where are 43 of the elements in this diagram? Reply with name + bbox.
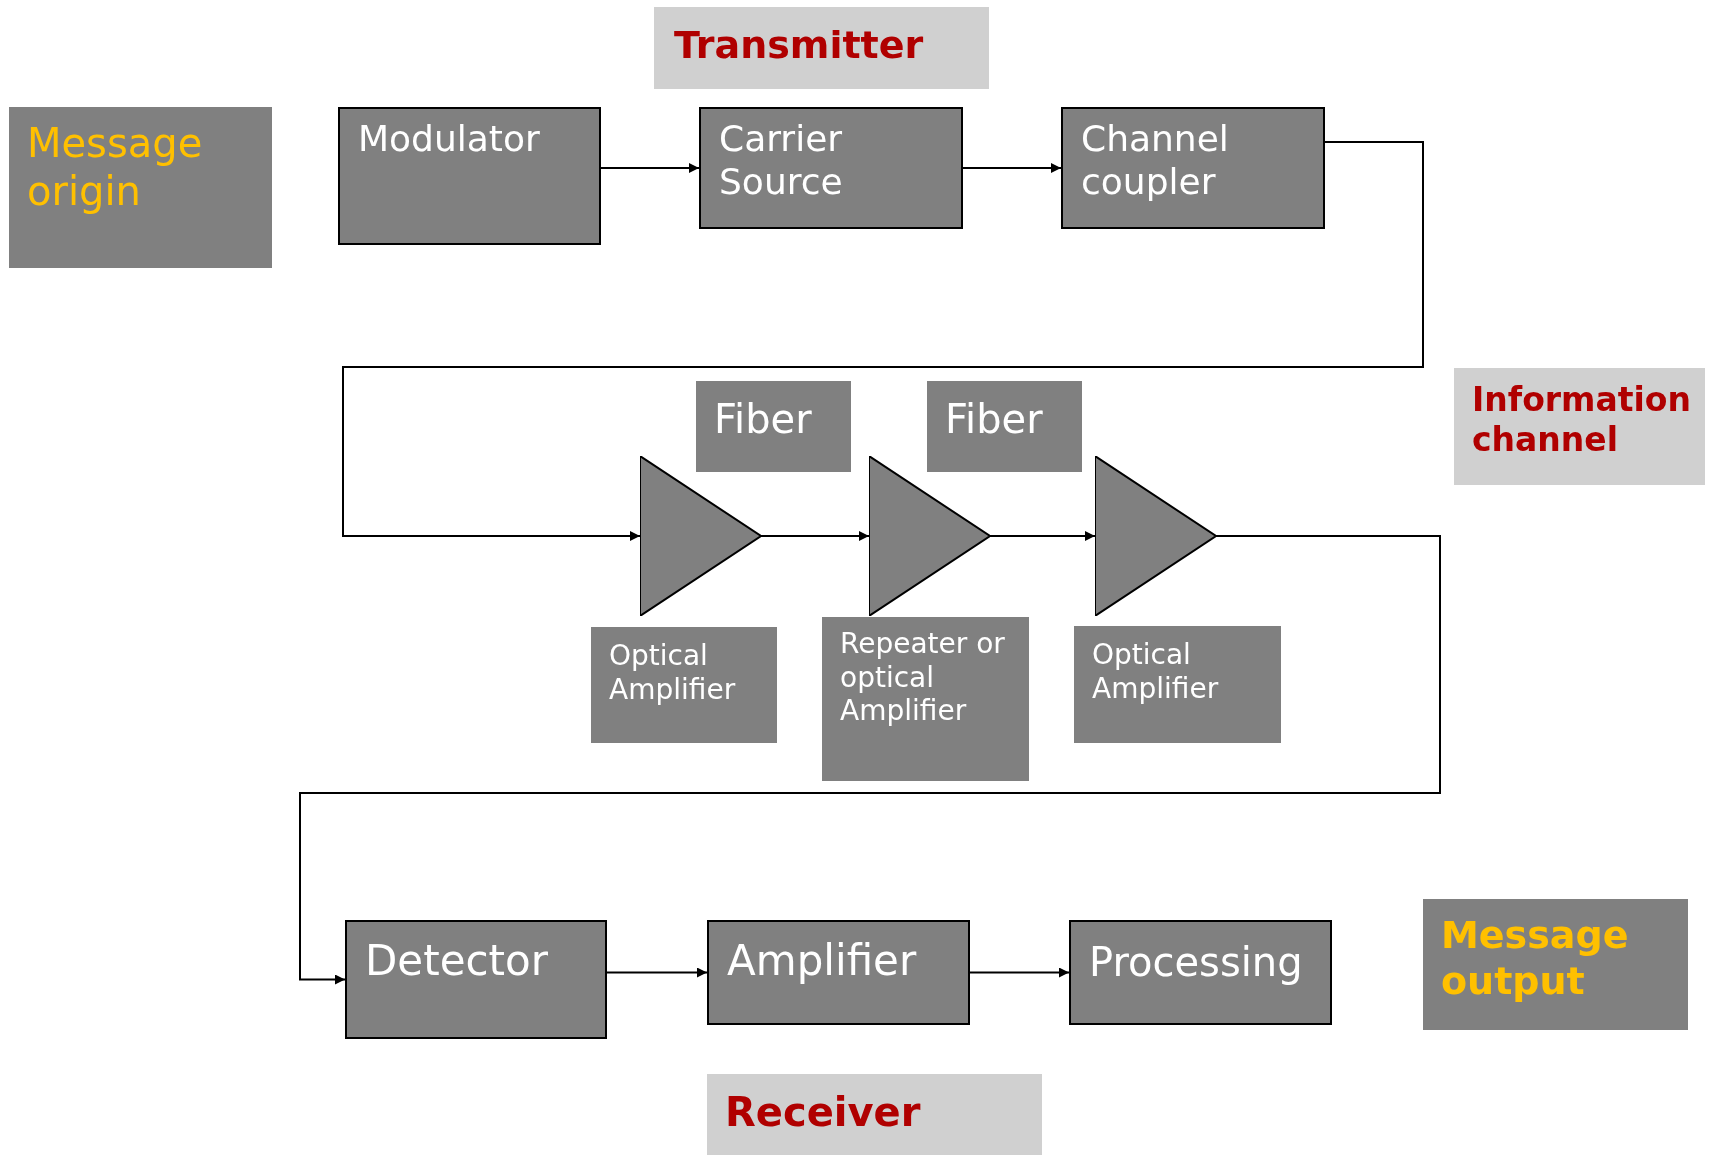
label-box [822,617,1029,781]
box-label: Information channel [1472,380,1687,460]
box-label: Channel coupler [1081,117,1230,204]
label-box [1074,626,1281,743]
process-box [338,107,601,245]
box-label: Message output [1441,913,1630,1005]
arrow [969,967,1070,978]
process-box [1061,107,1325,229]
process-box [699,107,963,229]
box-label: Fiber [714,395,813,443]
arrow [962,163,1062,173]
process-box [707,920,970,1025]
box-label: Optical Amplifier [609,639,737,707]
section-title-box [1454,368,1705,485]
arrow [600,163,700,173]
box-label: Repeater or optical Amplifier [840,627,1006,728]
amplifier-triangle [869,456,990,616]
box-label: Modulator [358,117,541,161]
message-output-box [1423,899,1688,1030]
message-origin-box [9,107,272,268]
box-label: Detector [365,936,549,987]
process-box [345,920,607,1039]
arrow [299,535,1441,985]
arrow [989,531,1096,541]
box-label: Fiber [945,395,1044,443]
amplifier-triangle [1095,456,1216,616]
label-box [927,381,1082,472]
box-label: Optical Amplifier [1092,638,1220,706]
arrow [606,967,708,978]
amplifier-triangle [640,456,761,616]
box-label: Message origin [27,119,204,215]
box-label: Receiver [725,1088,922,1136]
box-label: Carrier Source [719,117,844,204]
box-label: Transmitter [674,23,925,69]
label-box [591,627,777,743]
arrow [342,141,1424,541]
box-label: Processing [1089,938,1304,986]
process-box [1069,920,1332,1025]
section-title-box [707,1074,1042,1155]
arrow [760,531,870,541]
section-title-box [654,7,989,89]
label-box [696,381,851,472]
box-label: Amplifier [727,936,918,987]
